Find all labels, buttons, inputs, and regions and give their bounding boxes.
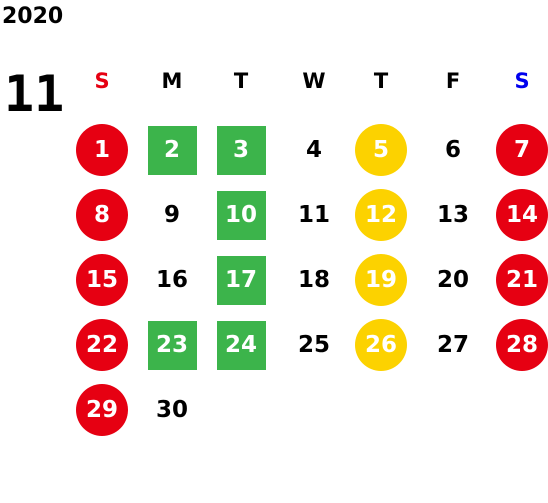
day-cell-highlight-green: 10 (216, 190, 266, 240)
day-cell-holiday-red: 8 (76, 189, 128, 241)
day-cell: 20 (436, 267, 469, 293)
day-cell-holiday-red: 22 (76, 319, 128, 371)
weekday-label-saturday: S (514, 69, 530, 93)
day-cell-highlight-green: 24 (216, 320, 266, 370)
weekday-label-weekday: F (445, 69, 461, 93)
day-cell-holiday-red: 29 (76, 384, 128, 436)
day-cell: 25 (297, 332, 330, 358)
day-cell: 13 (436, 202, 469, 228)
day-cell: 30 (155, 397, 188, 423)
day-cell-highlight-yellow: 12 (355, 189, 407, 241)
day-cell-highlight-yellow: 26 (355, 319, 407, 371)
day-cell-holiday-red: 14 (496, 189, 548, 241)
weekday-label-weekday: T (373, 69, 389, 93)
year-label: 2020 (2, 4, 64, 29)
day-cell-holiday-red: 7 (496, 124, 548, 176)
day-cell-highlight-green: 3 (216, 125, 266, 175)
day-cell-highlight-green: 23 (147, 320, 197, 370)
day-cell-highlight-green: 2 (147, 125, 197, 175)
weekday-label-weekday: W (302, 69, 326, 93)
day-cell-holiday-red: 1 (76, 124, 128, 176)
day-cell: 27 (436, 332, 469, 358)
day-cell: 11 (297, 202, 330, 228)
weekday-label-weekday: M (161, 69, 183, 93)
day-cell: 16 (155, 267, 188, 293)
month-label: 11 (4, 65, 65, 123)
day-cell: 4 (305, 137, 322, 163)
day-cell: 6 (444, 137, 461, 163)
day-cell: 18 (297, 267, 330, 293)
weekday-label-sunday: S (94, 69, 110, 93)
weekday-label-weekday: T (233, 69, 249, 93)
day-cell-highlight-green: 17 (216, 255, 266, 305)
day-cell-holiday-red: 21 (496, 254, 548, 306)
day-cell-highlight-yellow: 19 (355, 254, 407, 306)
day-cell-holiday-red: 28 (496, 319, 548, 371)
day-cell: 9 (163, 202, 180, 228)
day-cell-highlight-yellow: 5 (355, 124, 407, 176)
day-cell-holiday-red: 15 (76, 254, 128, 306)
